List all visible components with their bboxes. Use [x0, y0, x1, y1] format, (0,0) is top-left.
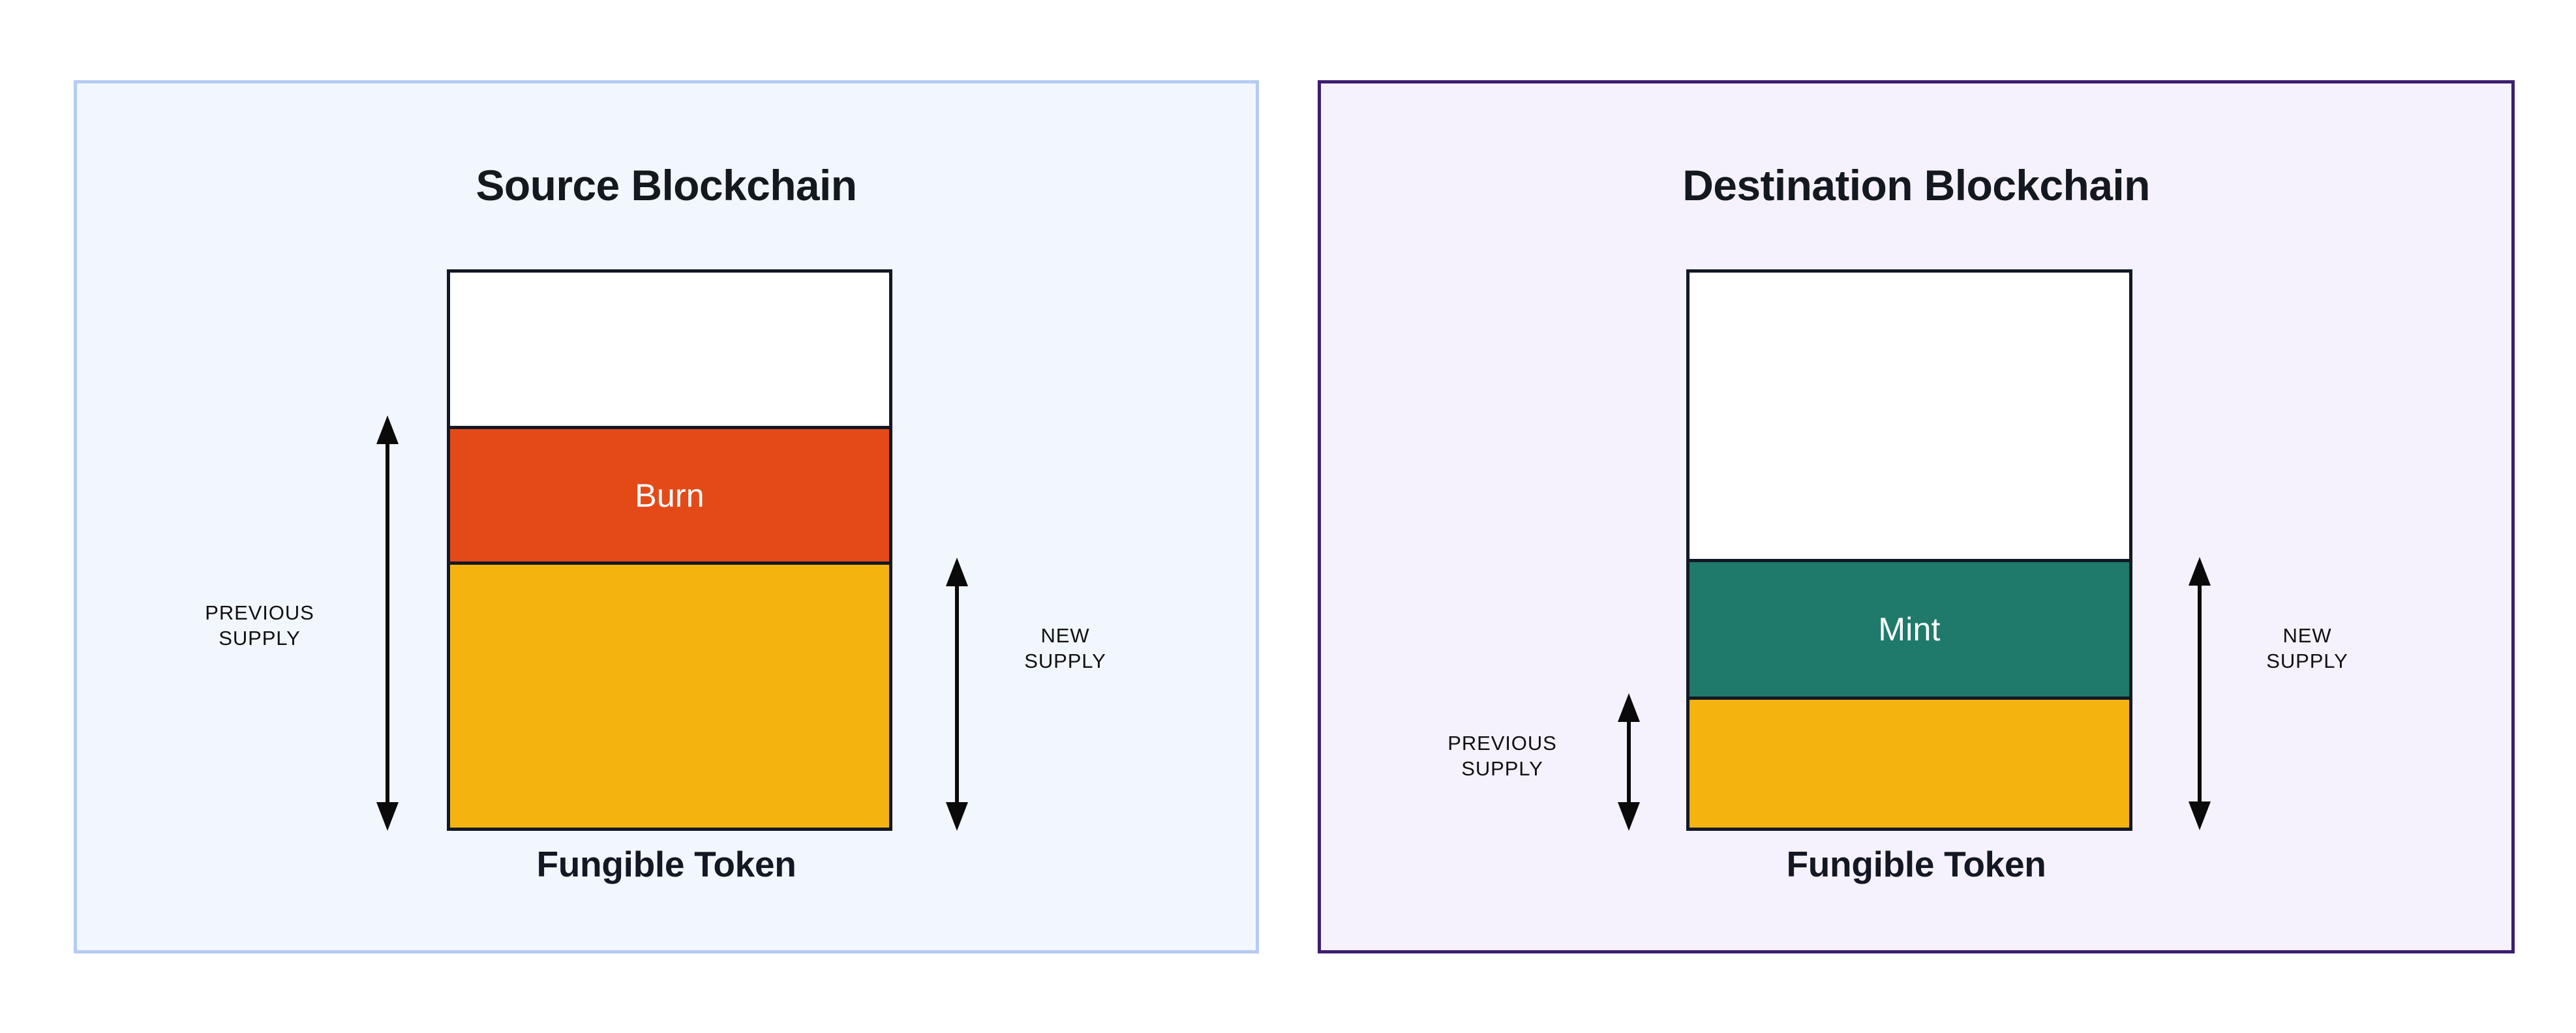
destination-segment-mint-label: Mint	[1878, 611, 1941, 648]
destination-new-supply-label: NEW SUPPLY	[2229, 623, 2386, 674]
destination-token-supply-bar: Mint	[1686, 269, 2132, 831]
source-token-supply-bar: Burn	[447, 269, 892, 831]
source-segment-burn-label: Burn	[635, 477, 705, 514]
destination-previous-supply-label-line1: PREVIOUS	[1447, 732, 1557, 755]
destination-panel-title: Destination Blockchain	[1682, 161, 2150, 209]
destination-previous-supply-arrow	[1618, 693, 1640, 831]
destination-previous-supply-label: PREVIOUS SUPPLY	[1417, 731, 1587, 782]
destination-blockchain-panel: Destination Blockchain PREVIOUS SUPPLY M…	[1318, 80, 2515, 953]
source-new-supply-label: NEW SUPPLY	[987, 623, 1144, 674]
source-segment-headroom	[450, 273, 889, 426]
destination-panel-footer: Fungible Token	[1786, 844, 2046, 884]
source-new-supply-label-line2: SUPPLY	[1024, 649, 1106, 672]
source-segment-burn: Burn	[450, 426, 889, 561]
source-previous-supply-label-line2: SUPPLY	[219, 626, 301, 650]
destination-segment-mint: Mint	[1690, 559, 2129, 696]
destination-new-supply-arrow	[2189, 557, 2211, 830]
source-panel-footer: Fungible Token	[536, 844, 796, 884]
source-previous-supply-arrow	[376, 415, 399, 831]
source-segment-supply	[450, 561, 889, 828]
destination-segment-headroom	[1690, 273, 2129, 559]
source-panel-title: Source Blockchain	[476, 161, 858, 209]
destination-previous-supply-label-line2: SUPPLY	[1461, 756, 1543, 780]
destination-segment-supply	[1690, 696, 2129, 828]
source-previous-supply-label-line1: PREVIOUS	[205, 601, 314, 624]
destination-new-supply-label-line2: SUPPLY	[2266, 649, 2348, 672]
source-new-supply-label-line1: NEW	[1040, 624, 1090, 647]
source-previous-supply-label: PREVIOUS SUPPLY	[175, 601, 344, 651]
source-blockchain-panel: Source Blockchain PREVIOUS SUPPLY Burn	[74, 80, 1259, 953]
source-new-supply-arrow	[946, 558, 968, 831]
destination-new-supply-label-line1: NEW	[2282, 624, 2332, 647]
